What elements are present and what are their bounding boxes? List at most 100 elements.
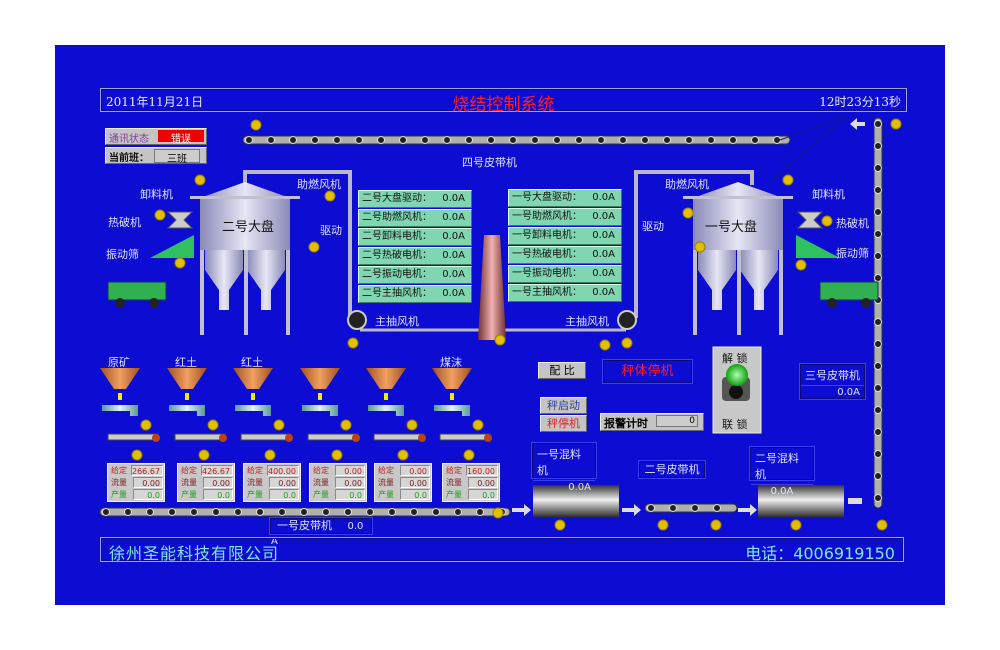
motor-icon [152,434,160,442]
table-row: 一号振动电机：0.0A [508,265,622,283]
roller-icon [669,504,677,512]
silo-rim [190,196,300,199]
status-indicator-icon [198,449,210,461]
table-row: 二号振动电机：0.0A [358,266,472,284]
roller-icon [124,508,132,516]
table-row: 一号卸料电机：0.0A [508,227,622,245]
ratio-button[interactable]: 配 比 [538,362,586,379]
status-indicator-icon [599,339,611,351]
roller-icon [410,508,418,516]
header-bar: 2011年11月21日 烧结控制系统 12时23分13秒 [100,88,907,115]
roller-icon [751,136,759,144]
roller-icon [874,384,882,392]
crusher-icon [166,211,194,229]
silo-leg [244,250,248,335]
silo-cone [698,250,736,310]
belt-scale-icon [174,433,226,441]
status-indicators [131,118,902,531]
footer-bar: 徐州圣能科技有限公司 电话：4006919150 [100,537,904,563]
feeder-icon [368,405,404,416]
roller-icon [212,508,220,516]
unlock-label[interactable]: 解 锁 [722,352,748,365]
set-label: 给定 [247,466,263,475]
roller-icon [443,136,451,144]
hopper-icon [366,368,406,389]
status-indicator-icon [782,174,794,186]
feeder-icon [102,405,138,416]
roller-icon [707,136,715,144]
roller-icon [874,318,882,326]
roller-icon [146,508,154,516]
roller-icon [267,136,275,144]
roller-icon [874,340,882,348]
flow-label: 流量 [446,478,462,487]
green-knob-icon [726,364,748,386]
silo-cone [247,250,285,310]
roller-icon [713,504,721,512]
status-indicator-icon [621,337,633,349]
roller-icon [874,142,882,150]
roller-icon [487,136,495,144]
status-indicator-icon [154,209,166,221]
roller-icon [289,136,297,144]
silo-leg [693,250,697,335]
silo2-name: 二号大盘 [222,220,275,235]
comm-status-value: 错误 [158,130,204,145]
status-indicator-icon [331,449,343,461]
scale-start-button[interactable]: 秤启动 [540,397,587,414]
silo2-drive-label: 驱动 [320,224,342,237]
motor-icon [418,434,426,442]
flow-label: 流量 [111,478,127,487]
silo1-fan-label: 助燃风机 [665,178,709,191]
alarm-timer-label: 报警计时 [604,417,648,430]
table-row: 一号助燃风机：0.0A [508,208,622,226]
interlock-label[interactable]: 联 锁 [722,418,748,431]
main-fan-1-icon [617,310,637,330]
roller-icon [509,136,517,144]
down-arrow-icon [251,393,255,400]
silo2-fan-label: 助燃风机 [297,178,341,191]
status-indicator-icon [273,419,285,431]
roller-icon [234,508,242,516]
status-indicator-icon [492,507,504,519]
scale-stop-button[interactable]: 秤停机 [540,415,587,432]
roller-icon [874,450,882,458]
belt-scale-icon [373,433,425,441]
roller-icon [278,508,286,516]
status-indicator-icon [876,519,888,531]
motor-icon [484,434,492,442]
flow-value: 0.00 [133,477,163,488]
status-indicator-icon [250,119,262,131]
roller-icon [399,136,407,144]
set-value: 160.00 [466,465,498,476]
status-indicator-icon [140,419,152,431]
silo-leg [286,250,290,335]
belt-scale-icon [439,433,491,441]
status-indicator-icon [821,215,833,227]
flow-value: 0.00 [203,477,233,488]
status-indicator-icon [494,334,506,346]
silo-cone [740,250,778,310]
roller-icon [641,136,649,144]
hopper-label: 原矿 [108,356,130,369]
mixer2-value: 0.0A [770,486,794,497]
belt-scale-icon [307,433,359,441]
lock-switch [712,346,762,434]
status-indicator-icon [554,519,566,531]
silo2-main-fan-label: 主抽风机 [375,315,419,328]
output-label: 产量 [446,490,462,499]
belt-scale-icon [240,433,292,441]
silo1-current-table: 一号大盘驱动：0.0A 一号助燃风机：0.0A 一号卸料电机：0.0A 一号热破… [508,189,622,303]
silo-body [200,198,290,250]
status-indicator-icon [131,449,143,461]
status-indicator-icon [340,419,352,431]
table-row: 二号助燃风机：0.0A [358,209,472,227]
wheel-icon [827,298,837,308]
roller-icon [553,136,561,144]
mixer2-label: 二号混料机 [751,448,813,485]
feeder-icon [235,405,271,416]
comm-status: 通讯状态 错误 [105,128,207,145]
